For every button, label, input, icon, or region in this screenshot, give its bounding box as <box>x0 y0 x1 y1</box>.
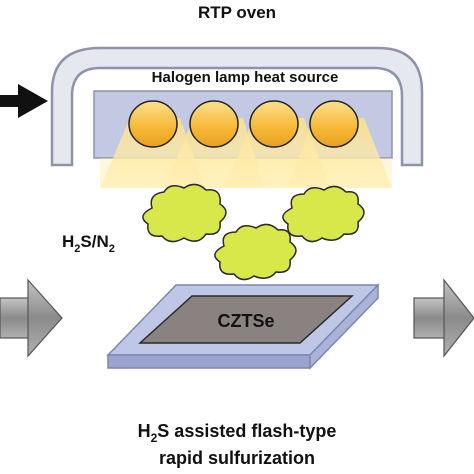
gas-clouds <box>142 183 365 281</box>
process-arrow-right <box>413 278 474 358</box>
oven-frame <box>50 46 424 167</box>
caption-part: S assisted flash-type <box>157 421 336 441</box>
halogen-lamps <box>128 100 359 148</box>
heat-source-label: Halogen lamp heat source <box>152 69 339 86</box>
gas-cloud <box>214 223 297 281</box>
halogen-lamp <box>128 100 178 148</box>
gas-label-part: S/N <box>80 232 108 251</box>
gas-label: H2S/N2 <box>62 232 115 255</box>
caption-line-2: rapid sulfurization <box>159 448 315 468</box>
process-arrow-left <box>0 278 63 358</box>
caption-line-1: H2S assisted flash-type <box>138 421 337 445</box>
gas-label-part: H <box>62 232 74 251</box>
halogen-lamp <box>249 100 299 148</box>
gas-label-subscript: 2 <box>109 243 115 255</box>
oven-title: RTP oven <box>198 3 276 22</box>
gas-inlet-arrow <box>0 84 48 118</box>
gas-cloud <box>142 183 227 243</box>
halogen-lamp <box>189 100 239 148</box>
gas-cloud <box>282 185 365 243</box>
caption-part: H <box>138 421 151 441</box>
czts-film <box>138 295 354 344</box>
gas-label-subscript: 2 <box>74 243 80 255</box>
halogen-lamp <box>309 100 359 148</box>
caption-subscript: 2 <box>151 431 158 445</box>
sample-label: CZTSe <box>217 311 274 331</box>
